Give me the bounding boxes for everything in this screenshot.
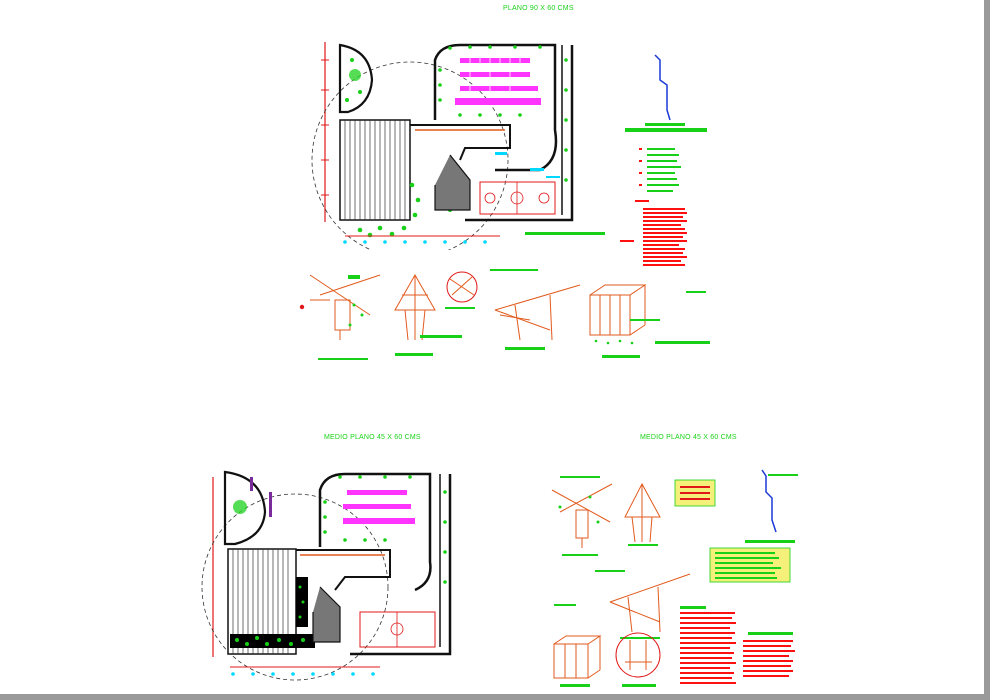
site-plan-top <box>300 30 610 250</box>
title-bottom-left: MEDIO PLANO 45 X 60 CMS <box>324 434 421 441</box>
details-bottom <box>540 462 805 692</box>
title-top: PLANO 90 X 60 CMS <box>503 5 574 12</box>
legend-top <box>615 50 725 275</box>
title-bottom-right: MEDIO PLANO 45 X 60 CMS <box>640 434 737 441</box>
details-row-top <box>290 255 720 365</box>
sheet-edge-right <box>984 0 990 700</box>
sheet-edge-bottom <box>0 694 990 700</box>
site-plan-bottom <box>195 462 470 687</box>
